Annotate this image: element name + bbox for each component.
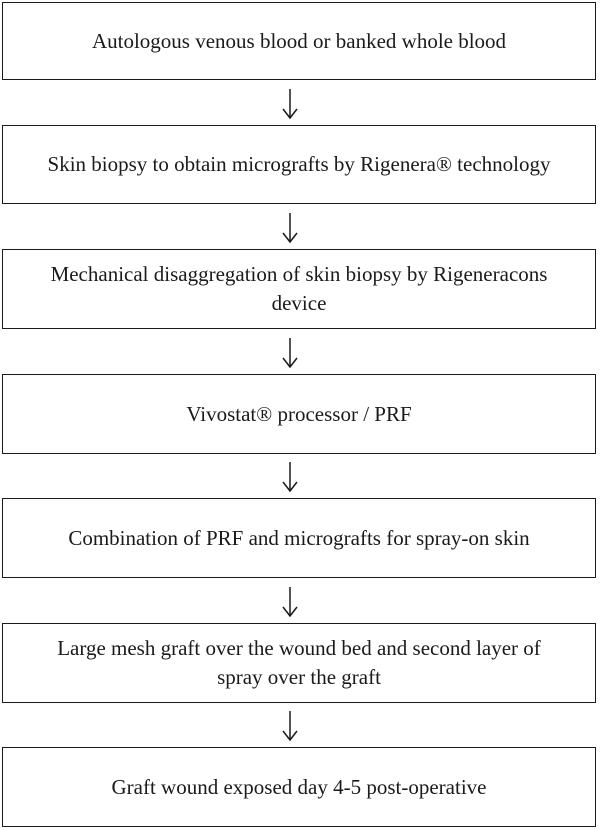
- down-arrow-icon: [280, 460, 300, 494]
- step-7-box: Graft wound exposed day 4-5 post-operati…: [2, 747, 596, 827]
- step-7-text: Graft wound exposed day 4-5 post-operati…: [111, 774, 487, 799]
- step-2-box: Skin biopsy to obtain micrografts by Rig…: [2, 125, 596, 204]
- down-arrow-icon: [280, 336, 300, 370]
- step-4-box: Vivostat® processor / PRF: [2, 374, 596, 454]
- step-2-text: Skin biopsy to obtain micrografts by Rig…: [47, 152, 551, 176]
- step-1-text: Autologous venous blood or banked whole …: [91, 28, 507, 53]
- step-6-text: Large mesh graft over the wound bed and …: [57, 636, 541, 689]
- down-arrow-icon: [280, 211, 300, 245]
- step-4-text: Vivostat® processor / PRF: [186, 401, 412, 426]
- down-arrow-icon: [280, 709, 300, 743]
- down-arrow-icon: [280, 87, 300, 121]
- step-5-text: Combination of PRF and micrografts for s…: [68, 525, 530, 550]
- step-6-box: Large mesh graft over the wound bed and …: [2, 623, 596, 703]
- step-3-text: Mechanical disaggregation of skin biopsy…: [50, 262, 548, 315]
- step-1-box: Autologous venous blood or banked whole …: [2, 2, 596, 80]
- down-arrow-icon: [280, 585, 300, 619]
- step-3-box: Mechanical disaggregation of skin biopsy…: [2, 249, 596, 329]
- step-5-box: Combination of PRF and micrografts for s…: [2, 498, 596, 578]
